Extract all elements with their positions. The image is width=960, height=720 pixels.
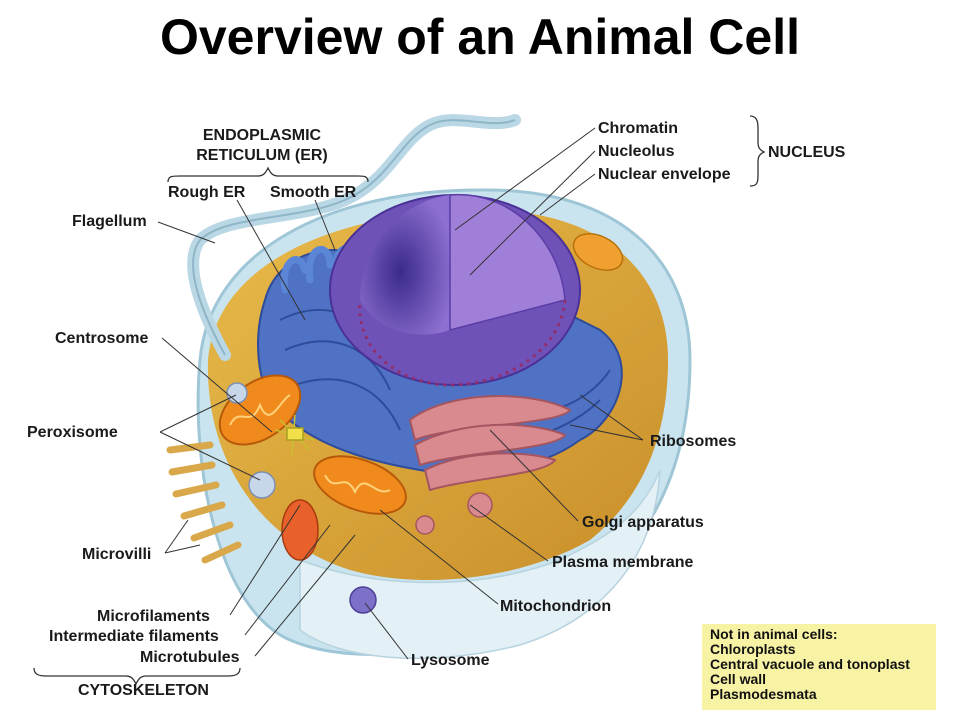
note-item: Chloroplasts <box>710 641 796 657</box>
microvilli-shape <box>166 441 242 564</box>
rough-er-label: Rough ER <box>168 184 246 201</box>
smooth-er-label: Smooth ER <box>270 184 357 201</box>
peroxisome-shape <box>248 471 276 499</box>
red-organelle <box>281 499 319 561</box>
note-heading: Not in animal cells: <box>710 626 838 642</box>
orange-organelle <box>572 233 624 271</box>
ribosomes-label: Ribosomes <box>650 433 736 450</box>
note-item: Central vacuole and tonoplast <box>710 656 910 672</box>
leader-lines <box>157 127 644 660</box>
golgi-label: Golgi apparatus <box>582 514 704 531</box>
nucleus-label: NUCLEUS <box>768 144 846 161</box>
golgi-shape <box>408 395 572 492</box>
mitochondrion-cristae <box>324 474 391 495</box>
nuclear-envelope-label: Nuclear envelope <box>598 166 731 183</box>
nucleus-brace <box>749 115 766 187</box>
not-in-animal-cells-box: Not in animal cells: Chloroplasts Centra… <box>702 624 936 710</box>
golgi-vesicle <box>415 515 435 535</box>
microtubules-label: Microtubules <box>140 649 240 666</box>
microfilaments-label: Microfilaments <box>97 608 210 625</box>
note-item: Cell wall <box>710 671 767 687</box>
er-brace <box>167 166 369 183</box>
nucleolus-label: Nucleolus <box>598 143 675 160</box>
er-header-line-1: ENDOPLASMIC <box>203 127 322 144</box>
golgi-vesicle <box>467 492 493 518</box>
plasma-membrane-label: Plasma membrane <box>552 554 694 571</box>
cytoskeleton-brace <box>33 667 241 686</box>
page-title: Overview of an Animal Cell <box>159 9 800 65</box>
flagellum-label: Flagellum <box>72 213 147 230</box>
er-header-line-2: RETICULUM (ER) <box>196 147 328 164</box>
mitochondrion-label: Mitochondrion <box>500 598 611 615</box>
nucleus-cut-face <box>360 195 450 335</box>
nucleus-top-face <box>449 194 566 331</box>
note-item: Plasmodesmata <box>710 686 817 702</box>
centrosome-label: Centrosome <box>55 330 148 347</box>
cytoskeleton-label: CYTOSKELETON <box>78 682 209 699</box>
mitochondrion-cristae <box>229 394 291 426</box>
cutaway-region <box>299 469 661 660</box>
lysosome-label: Lysosome <box>411 652 490 669</box>
peroxisome-shape <box>226 382 248 404</box>
flagellum-outline <box>192 119 516 356</box>
microvilli-label: Microvilli <box>82 546 151 563</box>
chromatin-label: Chromatin <box>598 120 678 137</box>
intermediate-filaments-label: Intermediate filaments <box>49 628 219 645</box>
lysosome-shape <box>349 586 377 614</box>
centrosome-shape <box>274 414 316 456</box>
peroxisome-label: Peroxisome <box>27 424 118 441</box>
